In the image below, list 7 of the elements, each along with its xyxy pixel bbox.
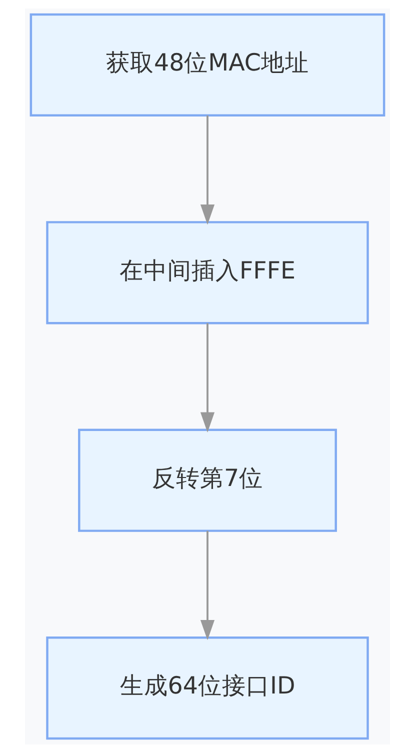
arrow (200, 530, 215, 640)
arrow (200, 323, 215, 432)
node-box: 生成64位接口ID (46, 636, 369, 740)
node-box: 反转第7位 (78, 428, 337, 532)
node-box: 获取48位MAC地址 (30, 13, 386, 116)
node-box: 在中间插入FFFE (46, 221, 369, 324)
arrow (200, 115, 215, 225)
